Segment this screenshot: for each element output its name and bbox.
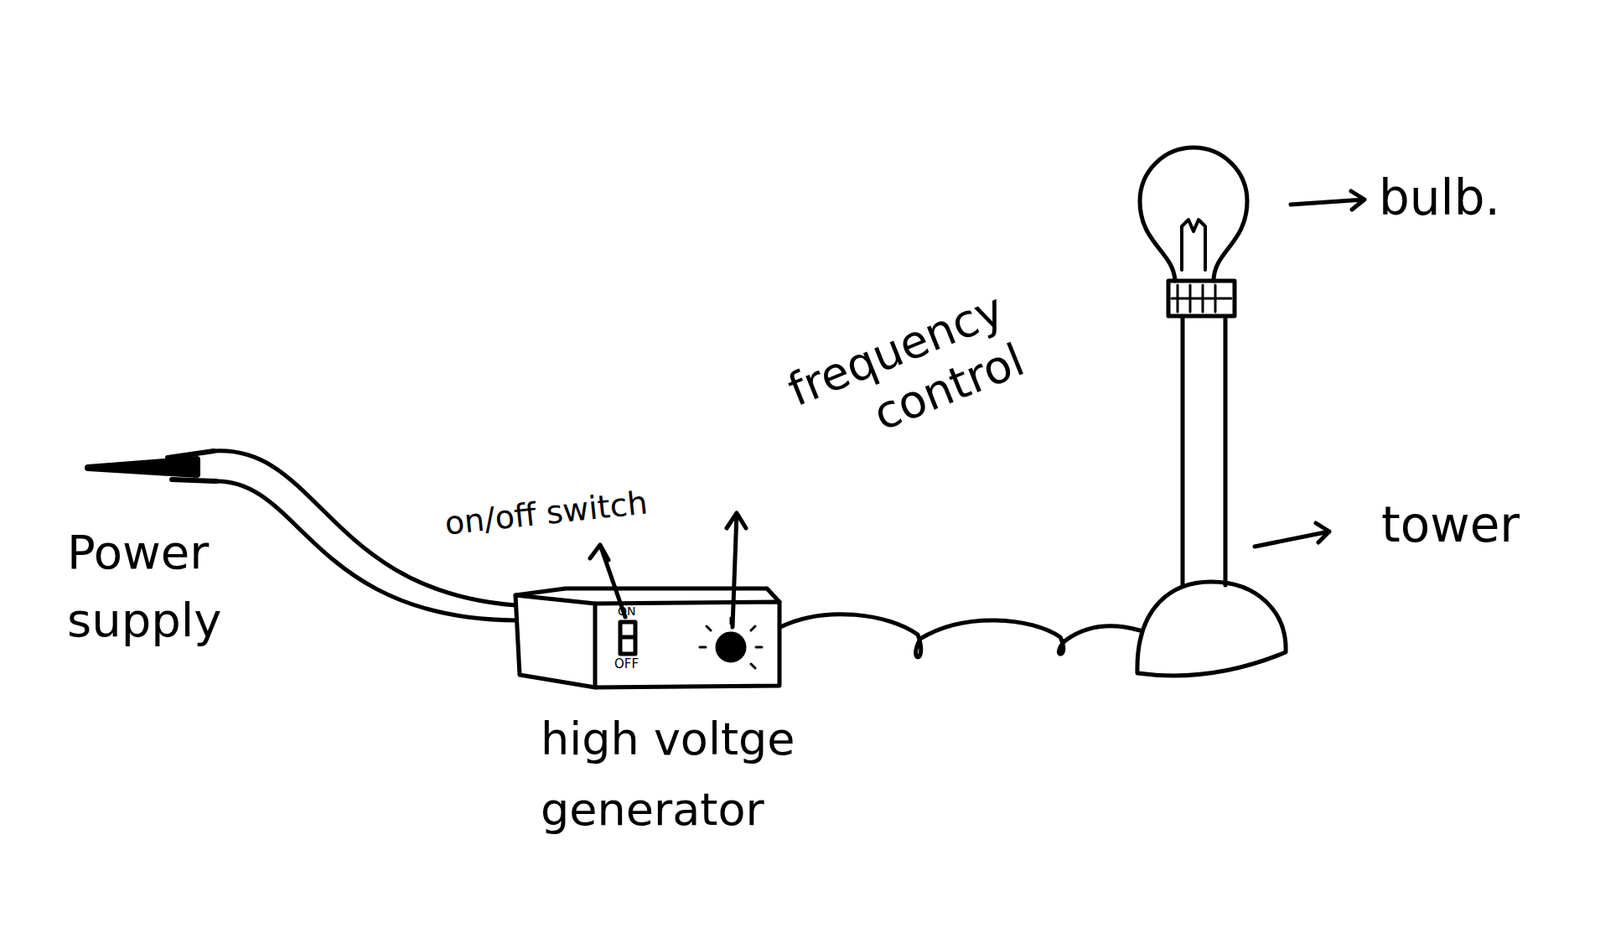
leader-arrow	[1254, 522, 1330, 547]
bulb-symbol	[1139, 147, 1248, 281]
bulb-filament	[1181, 219, 1206, 270]
part-label: frequency control	[711, 282, 1032, 497]
part-label: on/off switch	[442, 476, 714, 544]
knob-symbol	[717, 633, 745, 661]
box-outline	[515, 586, 784, 692]
switch-symbol	[620, 621, 636, 654]
bulb-socket	[1171, 284, 1232, 312]
part-label: tower	[1381, 496, 1575, 555]
box-outline	[515, 588, 780, 602]
box-heading: high voltge generator	[540, 704, 910, 845]
switch-marking: ON	[617, 605, 652, 618]
plug-prongs	[167, 450, 217, 482]
plug-symbol	[88, 459, 197, 475]
bulb-socket	[1168, 280, 1235, 316]
generator-box: high voltge generator	[515, 586, 784, 692]
part-label: bulb.	[1378, 169, 1564, 228]
leader-arrow	[726, 512, 746, 627]
switch-symbol	[621, 635, 634, 640]
wire	[780, 614, 1140, 658]
box-outline	[595, 601, 780, 688]
tower-base	[1137, 581, 1286, 676]
switch-marking: OFF	[614, 657, 657, 672]
box-outline	[515, 595, 596, 688]
tower-column	[1182, 316, 1226, 586]
leader-arrow	[1290, 191, 1365, 210]
part-label: Power supply	[67, 517, 269, 654]
